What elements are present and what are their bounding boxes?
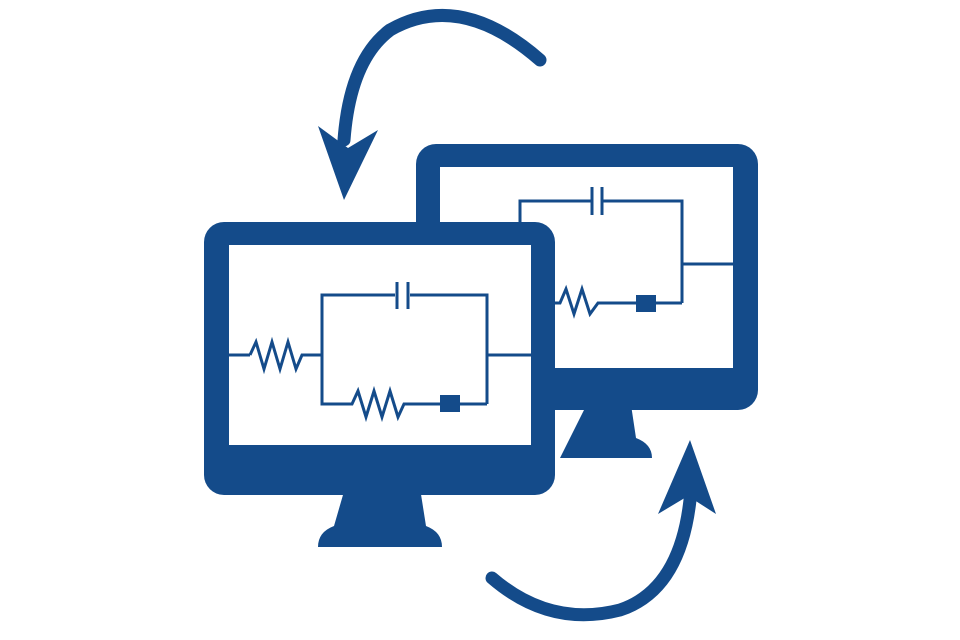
back-circuit-wire-top-right <box>602 199 684 303</box>
top-arrow-shaft <box>337 8 547 147</box>
bottom-arrow-shaft <box>485 493 697 622</box>
back-circuit <box>518 187 733 319</box>
front-circuit <box>229 282 531 423</box>
front-monitor-stand <box>318 488 442 547</box>
bottom-curved-arrow <box>485 440 716 622</box>
front-monitor <box>204 222 555 547</box>
circuit-element-icon <box>440 395 460 412</box>
curved-arrow-icon <box>658 440 716 514</box>
circuit-element-icon <box>636 295 656 312</box>
front-circuit-wire-top <box>320 293 395 355</box>
curved-arrow-icon <box>318 126 378 200</box>
back-circuit-wire-top <box>518 199 592 225</box>
resistor-icon <box>552 284 636 319</box>
capacitor-icon <box>395 282 410 309</box>
top-curved-arrow <box>318 8 547 200</box>
resistor-icon <box>320 355 440 423</box>
resistor-icon <box>248 336 322 375</box>
back-monitor-stand <box>560 398 652 458</box>
front-circuit-wire-top-right <box>410 293 489 404</box>
